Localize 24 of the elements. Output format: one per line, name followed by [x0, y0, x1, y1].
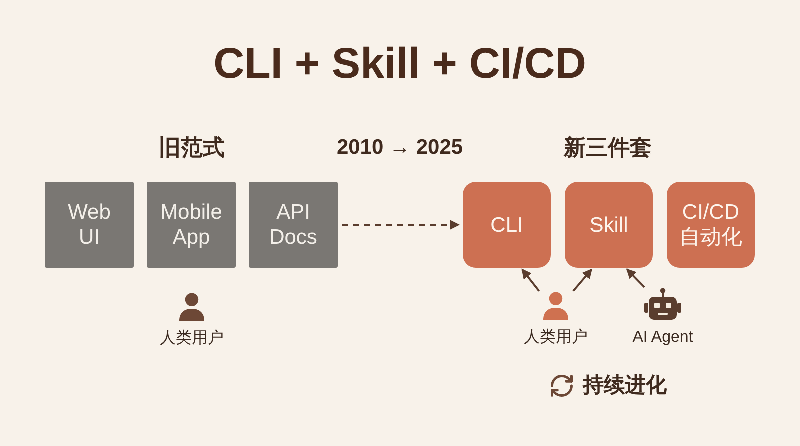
- box-label: API Docs: [270, 200, 318, 250]
- actor-label: 人类用户: [524, 328, 588, 348]
- user-label: 人类用户: [160, 329, 224, 349]
- tool-box: [667, 182, 755, 268]
- arrow: [572, 268, 593, 292]
- box-label: Mobile App: [160, 200, 222, 250]
- box-label: CI/CD 自动化: [680, 200, 742, 250]
- interface-box: [147, 182, 236, 268]
- diagram-title: CLI + Skill + CI/CD: [214, 39, 586, 89]
- arrow: [522, 268, 540, 292]
- tool-box: [565, 182, 653, 268]
- section-heading: 旧范式: [159, 135, 225, 161]
- box-label: Web UI: [68, 200, 111, 250]
- actor-label: AI Agent: [632, 328, 694, 348]
- footer-label: 持续进化: [583, 373, 667, 399]
- arrow: [626, 268, 646, 288]
- dashed-arrow: [342, 220, 460, 230]
- box-label: Skill: [590, 212, 628, 238]
- interface-box: [249, 182, 338, 268]
- tool-box: [463, 182, 551, 268]
- section-heading: 新三件套: [564, 135, 652, 161]
- box-label: CLI: [490, 212, 524, 238]
- period-label: 2010 → 2025: [336, 135, 464, 161]
- interface-box: [45, 182, 134, 268]
